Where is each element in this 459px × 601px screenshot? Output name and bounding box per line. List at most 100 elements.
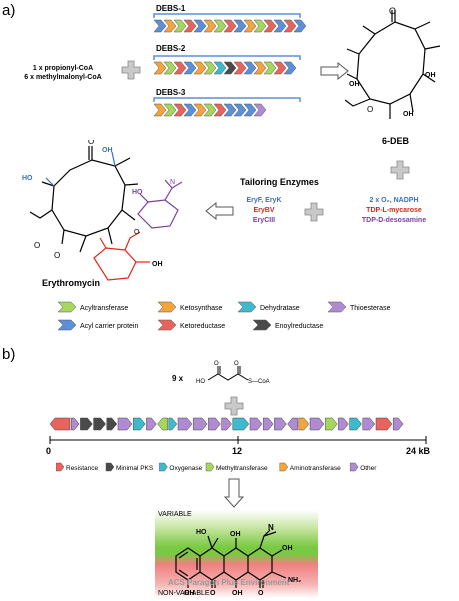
svg-text:HO: HO bbox=[196, 379, 205, 385]
substrates: 1 x propionyl-CoA 6 x methylmalonyl-CoA bbox=[8, 64, 118, 82]
gene-arrow bbox=[146, 417, 157, 431]
gene-arrow bbox=[375, 417, 393, 431]
debs-domain bbox=[243, 19, 257, 33]
debs-domain bbox=[273, 61, 287, 75]
svg-text:N: N bbox=[268, 523, 274, 532]
cofactor-list: 2 x O₂, NADPH TDP-L-mycarose TDP-D-desos… bbox=[344, 196, 444, 226]
debs-domain bbox=[163, 103, 177, 117]
svg-text:OH: OH bbox=[403, 111, 414, 118]
gene-legend-label: Minimal PKS bbox=[116, 465, 154, 472]
gene-legend-label: Resistance bbox=[66, 465, 99, 472]
gene-legend-swatch bbox=[205, 462, 215, 472]
gene-arrow bbox=[80, 417, 93, 431]
enzyme-eryf-eryk: EryF, EryK bbox=[246, 197, 282, 204]
svg-text:OH: OH bbox=[230, 531, 241, 538]
legend-label: Ketosynthase bbox=[180, 305, 223, 312]
legend-label: Ketoreductase bbox=[180, 323, 225, 330]
debs-domain bbox=[193, 61, 207, 75]
gene-arrow bbox=[177, 417, 193, 431]
debs-domain bbox=[233, 103, 247, 117]
legend-swatch bbox=[252, 319, 272, 331]
legend-label: Acyltransferase bbox=[80, 305, 128, 312]
svg-text:S—CoA: S—CoA bbox=[248, 379, 270, 385]
debs-domain bbox=[193, 19, 207, 33]
panel-b-label: b) bbox=[2, 346, 16, 363]
svg-text:OH: OH bbox=[102, 147, 113, 154]
svg-text:NH₂: NH₂ bbox=[288, 577, 301, 584]
svg-text:O: O bbox=[214, 361, 219, 367]
gene-arrow bbox=[232, 417, 250, 431]
6-deb-label: 6-DEB bbox=[382, 136, 410, 146]
tailoring-title: Tailoring Enzymes bbox=[240, 177, 319, 187]
svg-text:N: N bbox=[170, 179, 175, 186]
gene-cluster bbox=[49, 417, 427, 444]
gene-arrow bbox=[392, 417, 404, 431]
gene-legend-label: Aminotransferase bbox=[290, 465, 341, 472]
debs-domain bbox=[253, 19, 267, 33]
debs-domain bbox=[183, 103, 197, 117]
gene-arrow bbox=[349, 417, 362, 431]
svg-text:OH: OH bbox=[425, 72, 436, 79]
gene-arrow bbox=[287, 417, 298, 431]
debs-domain bbox=[213, 19, 227, 33]
plus-icon bbox=[121, 60, 141, 80]
svg-text:HO: HO bbox=[22, 175, 33, 182]
gene-arrow bbox=[132, 417, 146, 431]
legend-swatch bbox=[157, 301, 177, 313]
legend-swatch bbox=[157, 319, 177, 331]
legend-label: Acyl carrier protein bbox=[80, 323, 138, 330]
gene-arrow bbox=[324, 417, 338, 431]
svg-text:OH: OH bbox=[232, 590, 243, 596]
erythromycin-label: Erythromycin bbox=[42, 278, 101, 288]
svg-text:OH: OH bbox=[349, 81, 360, 88]
gene-arrow bbox=[117, 417, 133, 431]
debs-domain bbox=[203, 61, 217, 75]
gene-arrow bbox=[106, 417, 118, 431]
debs-domain bbox=[243, 103, 257, 117]
svg-text:O: O bbox=[34, 241, 40, 250]
gene-arrow bbox=[338, 417, 349, 431]
debs-domain bbox=[183, 19, 197, 33]
panel-a-label: a) bbox=[2, 2, 16, 19]
debs-domain bbox=[213, 61, 227, 75]
6-deb-structure: O OH OH O OH bbox=[345, 6, 441, 119]
svg-text:O: O bbox=[134, 229, 140, 236]
plus-icon-2 bbox=[390, 160, 410, 180]
gene-arrow bbox=[221, 417, 232, 431]
gene-legend-label: Oxygenase bbox=[169, 465, 202, 472]
debs-domain bbox=[253, 103, 267, 117]
debs-domain bbox=[173, 19, 187, 33]
debs-domain bbox=[223, 103, 237, 117]
tetracycline-structure: HO OH N OH NH₂ OH O OH O bbox=[175, 523, 301, 596]
gene-legend-swatch bbox=[159, 462, 168, 472]
debs-domain bbox=[203, 19, 217, 33]
debs-1-label: DEBS-1 bbox=[156, 4, 186, 13]
nonvariable-label: NON-VARIABLE bbox=[158, 590, 210, 597]
legend-swatch bbox=[237, 301, 257, 313]
gene-arrow bbox=[208, 417, 221, 431]
debs-domain bbox=[223, 19, 237, 33]
gene-arrow bbox=[274, 417, 287, 431]
svg-text:HO: HO bbox=[196, 529, 207, 536]
watermark: ACS Paragon Plus Environment bbox=[168, 578, 290, 587]
svg-text:OH: OH bbox=[152, 261, 163, 268]
axis-tick-24: 24 kB bbox=[406, 446, 431, 456]
enzyme-erybv: EryBV bbox=[253, 207, 275, 214]
debs-domain bbox=[153, 103, 167, 117]
svg-text:HO: HO bbox=[132, 189, 143, 196]
debs-3-label: DEBS-3 bbox=[156, 88, 186, 97]
legend-label: Dehydratase bbox=[260, 305, 300, 312]
debs-domain bbox=[293, 19, 307, 33]
debs-domain bbox=[193, 103, 207, 117]
debs-modules bbox=[153, 13, 307, 117]
axis-tick-12: 12 bbox=[232, 446, 243, 456]
arrow-left-icon bbox=[205, 202, 234, 220]
debs-domain bbox=[283, 19, 297, 33]
gene-arrow bbox=[168, 417, 178, 431]
gene-legend-swatch bbox=[56, 462, 65, 472]
arrow-down-icon bbox=[224, 478, 244, 508]
debs-domain bbox=[223, 61, 237, 75]
gene-arrow bbox=[249, 417, 263, 431]
substrate-methylmalonyl: 6 x methylmalonyl-CoA bbox=[24, 74, 102, 81]
